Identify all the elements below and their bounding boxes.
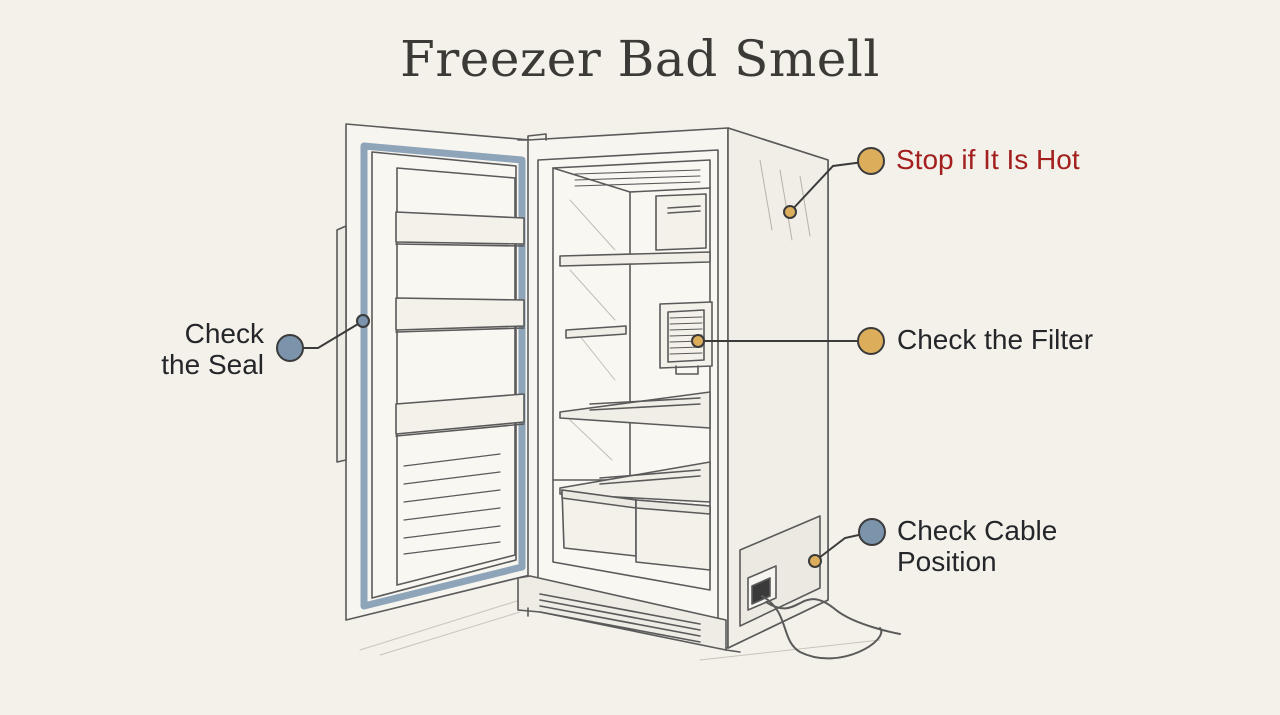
hot-anchor-dot	[783, 205, 797, 219]
interior-shelf	[559, 391, 711, 429]
cable-callout-line2: Position	[897, 546, 997, 577]
cable-callout-label: Check Cable Position	[897, 515, 1057, 577]
seal-anchor-dot	[356, 314, 370, 328]
page-title: Freezer Bad Smell	[400, 30, 880, 88]
interior-hatching	[569, 199, 616, 461]
door-ribs	[403, 453, 501, 555]
crisper-drawer	[635, 499, 711, 571]
cable-callout-line1: Check Cable	[897, 515, 1058, 546]
filter-panel	[659, 301, 713, 375]
seal-callout-dot	[276, 334, 304, 362]
power-cable	[761, 595, 901, 660]
floor-shadow	[359, 599, 881, 661]
seal-callout-label: Check the Seal	[130, 318, 264, 380]
crisper-drawer	[561, 489, 637, 557]
door-shelf	[395, 211, 525, 247]
cable-callout-dot	[858, 518, 886, 546]
seal-callout-line1: Check	[184, 318, 264, 349]
seal-callout-line2: the Seal	[161, 349, 264, 380]
interior-shelf	[559, 251, 711, 267]
cable-anchor-dot	[808, 554, 822, 568]
filter-anchor-dot	[691, 334, 705, 348]
filter-callout-label: Check the Filter	[897, 324, 1094, 355]
interior-shelf	[559, 461, 711, 503]
filter-callout-dot	[857, 327, 885, 355]
rear-power-panel	[739, 515, 821, 627]
interior-shelf	[565, 325, 627, 339]
freezer-cabinet	[517, 127, 901, 660]
door-shelf	[395, 297, 525, 333]
freezer-door	[336, 123, 531, 621]
door-shelf	[395, 393, 525, 437]
bottom-vent	[517, 575, 741, 653]
door-gasket	[360, 142, 526, 610]
hot-callout-label: Stop if It Is Hot	[896, 144, 1080, 175]
side-hatching	[759, 159, 811, 241]
hot-callout-dot	[857, 147, 885, 175]
